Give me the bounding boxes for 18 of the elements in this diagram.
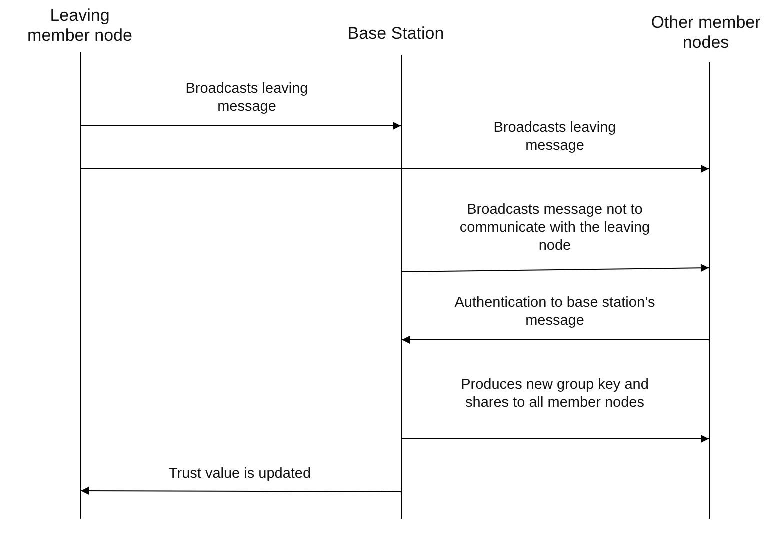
- message-arrow: [402, 435, 710, 443]
- edge-label: Produces new group key and shares to all member nodes: [460, 376, 650, 412]
- edge-label: Broadcasts message not to communicate with the leaving node: [458, 201, 652, 255]
- lifeline-header: Other member nodes: [651, 13, 761, 53]
- message-arrow: [402, 264, 710, 272]
- lifeline: [401, 55, 402, 519]
- message-arrow: [80, 122, 402, 130]
- message-arrow: [80, 487, 402, 496]
- edge-label: Trust value is updated: [168, 465, 312, 483]
- edge-label: Broadcasts leaving message: [184, 80, 310, 116]
- lifeline: [709, 62, 710, 519]
- lifeline-header: Leaving member node: [20, 6, 140, 46]
- message-arrow: [80, 165, 710, 173]
- message-arrow: [402, 336, 710, 344]
- lifeline-header: Base Station: [326, 24, 466, 44]
- lifeline: [80, 52, 81, 519]
- edge-label: Authentication to base station’s message: [454, 294, 656, 330]
- edge-label: Broadcasts leaving message: [492, 119, 618, 155]
